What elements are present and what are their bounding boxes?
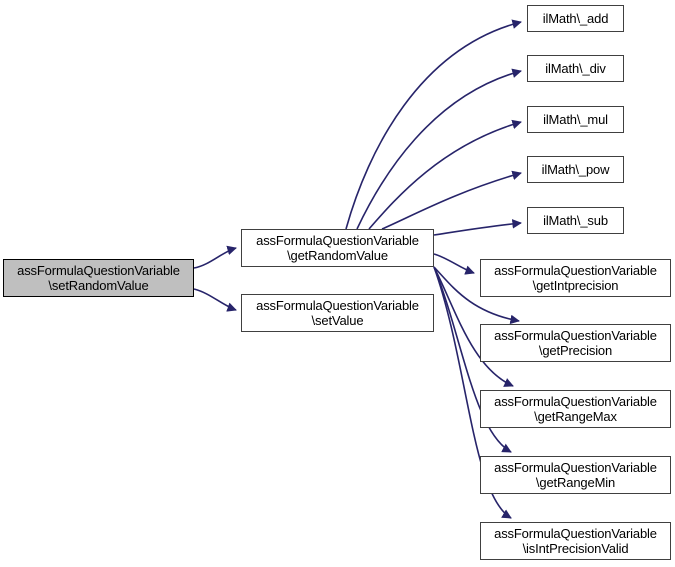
node-ilMath-mul[interactable]: ilMath\_mul <box>527 106 624 133</box>
node-getRandomValue[interactable]: assFormulaQuestionVariable \getRandomVal… <box>241 229 434 267</box>
node-getRangeMin[interactable]: assFormulaQuestionVariable \getRangeMin <box>480 456 671 494</box>
node-isIntPrecisionValid[interactable]: assFormulaQuestionVariable \isIntPrecisi… <box>480 522 671 560</box>
node-ilMath-sub[interactable]: ilMath\_sub <box>527 207 624 234</box>
edge-getRandomValue-ilMath_div <box>356 68 522 230</box>
edge-setRandomValue-getRandomValue <box>193 245 237 269</box>
node-setRandomValue[interactable]: assFormulaQuestionVariable \setRandomVal… <box>3 259 194 297</box>
edge-setRandomValue-setValue <box>193 288 237 312</box>
node-ilMath-add[interactable]: ilMath\_add <box>527 5 624 32</box>
node-getIntprecision[interactable]: assFormulaQuestionVariable \getIntprecis… <box>480 259 671 297</box>
edge-getRandomValue-ilMath_sub <box>433 219 522 236</box>
edge-getRandomValue-ilMath_add <box>345 19 522 230</box>
edge-getRandomValue-ilMath_pow <box>381 170 522 230</box>
edge-getRandomValue-getIntprecision <box>433 253 475 275</box>
node-ilMath-pow[interactable]: ilMath\_pow <box>527 156 624 183</box>
node-getRangeMax[interactable]: assFormulaQuestionVariable \getRangeMax <box>480 390 671 428</box>
node-setValue[interactable]: assFormulaQuestionVariable \setValue <box>241 294 434 332</box>
node-ilMath-div[interactable]: ilMath\_div <box>527 55 624 82</box>
node-getPrecision[interactable]: assFormulaQuestionVariable \getPrecision <box>480 324 671 362</box>
edge-getRandomValue-ilMath_mul <box>368 119 522 230</box>
